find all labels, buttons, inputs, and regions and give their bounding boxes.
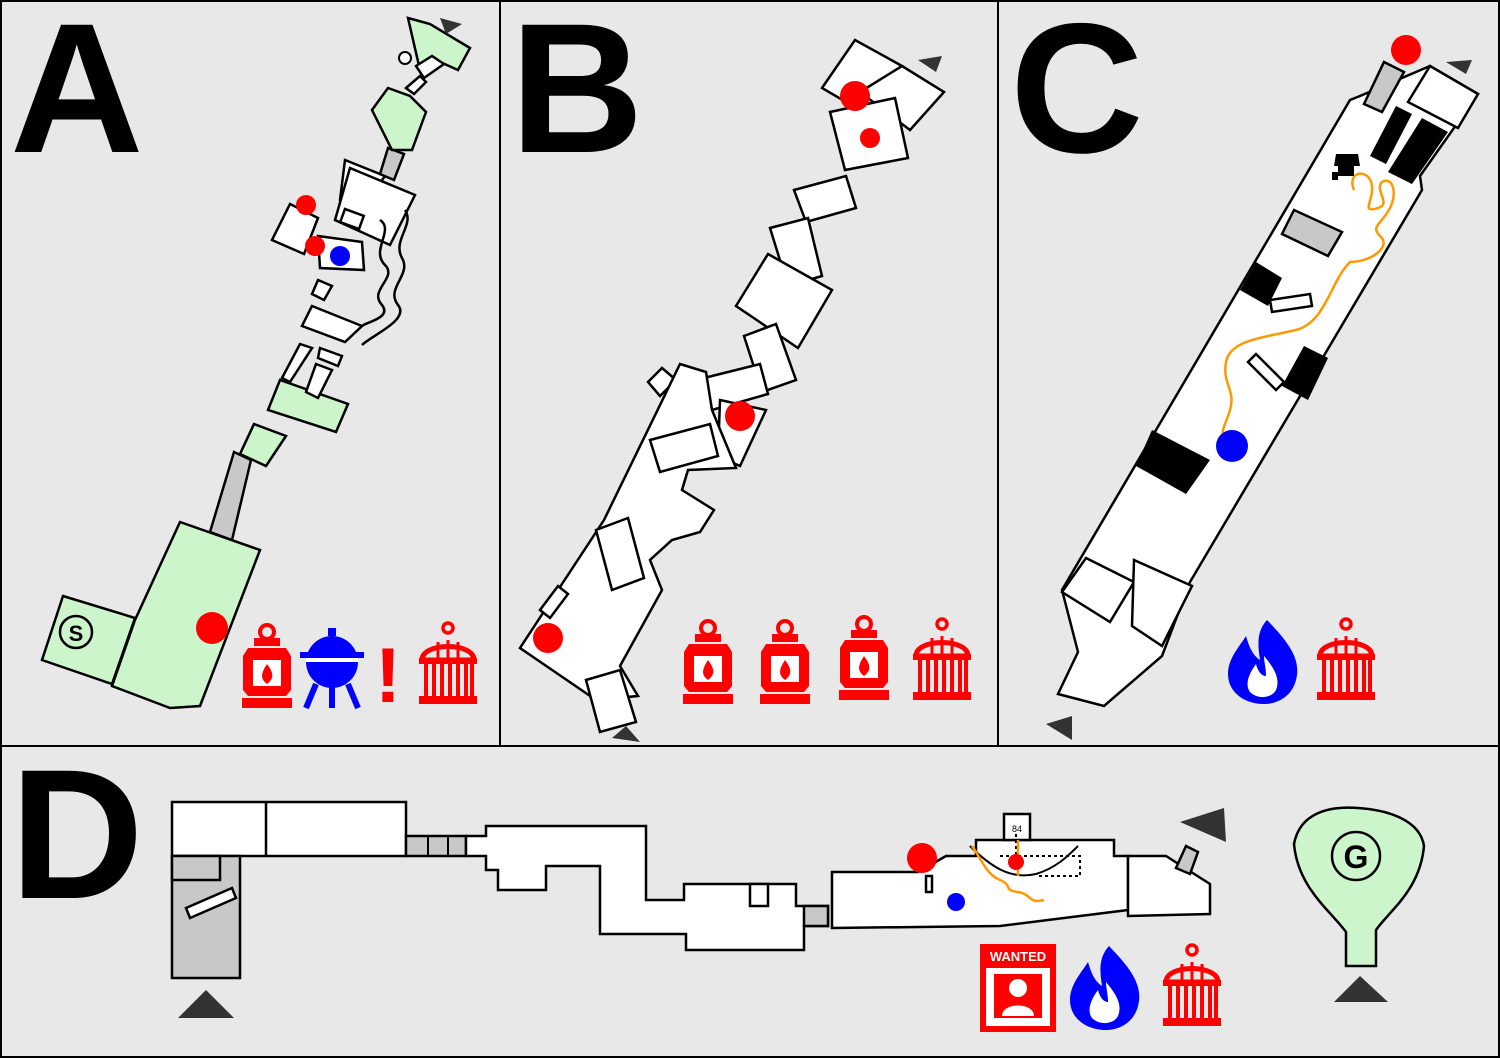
panel-c-map	[1046, 35, 1480, 740]
special-dot	[330, 246, 350, 266]
exclamation-icon: !	[375, 631, 401, 719]
collectible-dot	[1008, 854, 1024, 870]
goal-area: G	[1292, 806, 1426, 1002]
goal-label: G	[1344, 839, 1369, 875]
start-marker	[58, 614, 94, 650]
panel-b-map	[518, 38, 946, 742]
collectible-dot	[533, 623, 563, 653]
counter-label: 84	[1012, 824, 1022, 834]
panel-label-a: A	[10, 0, 144, 192]
collectible-dot	[296, 195, 316, 215]
panel-a-icons: !	[240, 623, 477, 719]
panel-label-b: B	[510, 0, 644, 192]
special-dot	[1216, 430, 1248, 462]
collectible-dot	[840, 81, 870, 111]
npc-vendor-icon	[1332, 154, 1360, 180]
collectible-dot	[907, 843, 937, 873]
goal-marker	[1330, 830, 1382, 882]
cooking-pot-icon	[300, 628, 364, 710]
collectible-dot	[196, 612, 228, 644]
collectible-dot	[725, 401, 755, 431]
panel-a-map: S	[40, 16, 472, 710]
wanted-poster-icon: WANTED	[980, 944, 1056, 1032]
panel-label-c: C	[1010, 0, 1144, 192]
panel-d-map: 84	[170, 800, 1226, 1018]
panel-label-d: D	[10, 732, 144, 938]
collectible-dot	[1391, 35, 1421, 65]
collectible-dot	[860, 128, 880, 148]
start-label: S	[69, 621, 84, 646]
panel-d-icons: WANTED	[980, 944, 1221, 1032]
wanted-label: WANTED	[990, 949, 1046, 964]
collectible-dot	[305, 236, 325, 256]
safe-zone-large	[110, 520, 262, 710]
special-dot	[947, 893, 965, 911]
